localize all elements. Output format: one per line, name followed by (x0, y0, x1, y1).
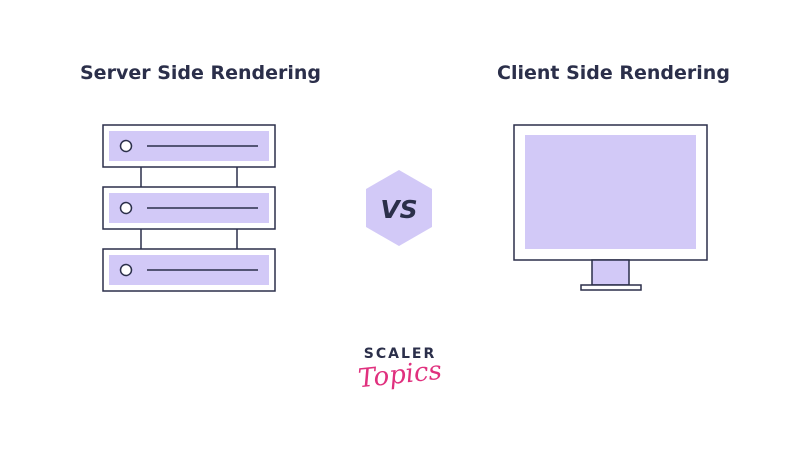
server-rack-icon (102, 124, 276, 292)
hexagon-shape (366, 170, 432, 246)
vs-badge: VS (366, 170, 432, 246)
monitor-base (580, 284, 642, 291)
monitor-icon (513, 124, 708, 291)
client-side-rendering-title: Client Side Rendering (497, 62, 730, 84)
monitor-screen (525, 135, 696, 249)
server-unit (102, 186, 276, 230)
brand-logo-top: SCALER (363, 346, 437, 362)
server-unit (102, 248, 276, 292)
vs-label: VS (380, 195, 417, 224)
monitor-stand (591, 259, 630, 286)
server-unit (102, 124, 276, 168)
server-side-rendering-title: Server Side Rendering (80, 62, 322, 84)
